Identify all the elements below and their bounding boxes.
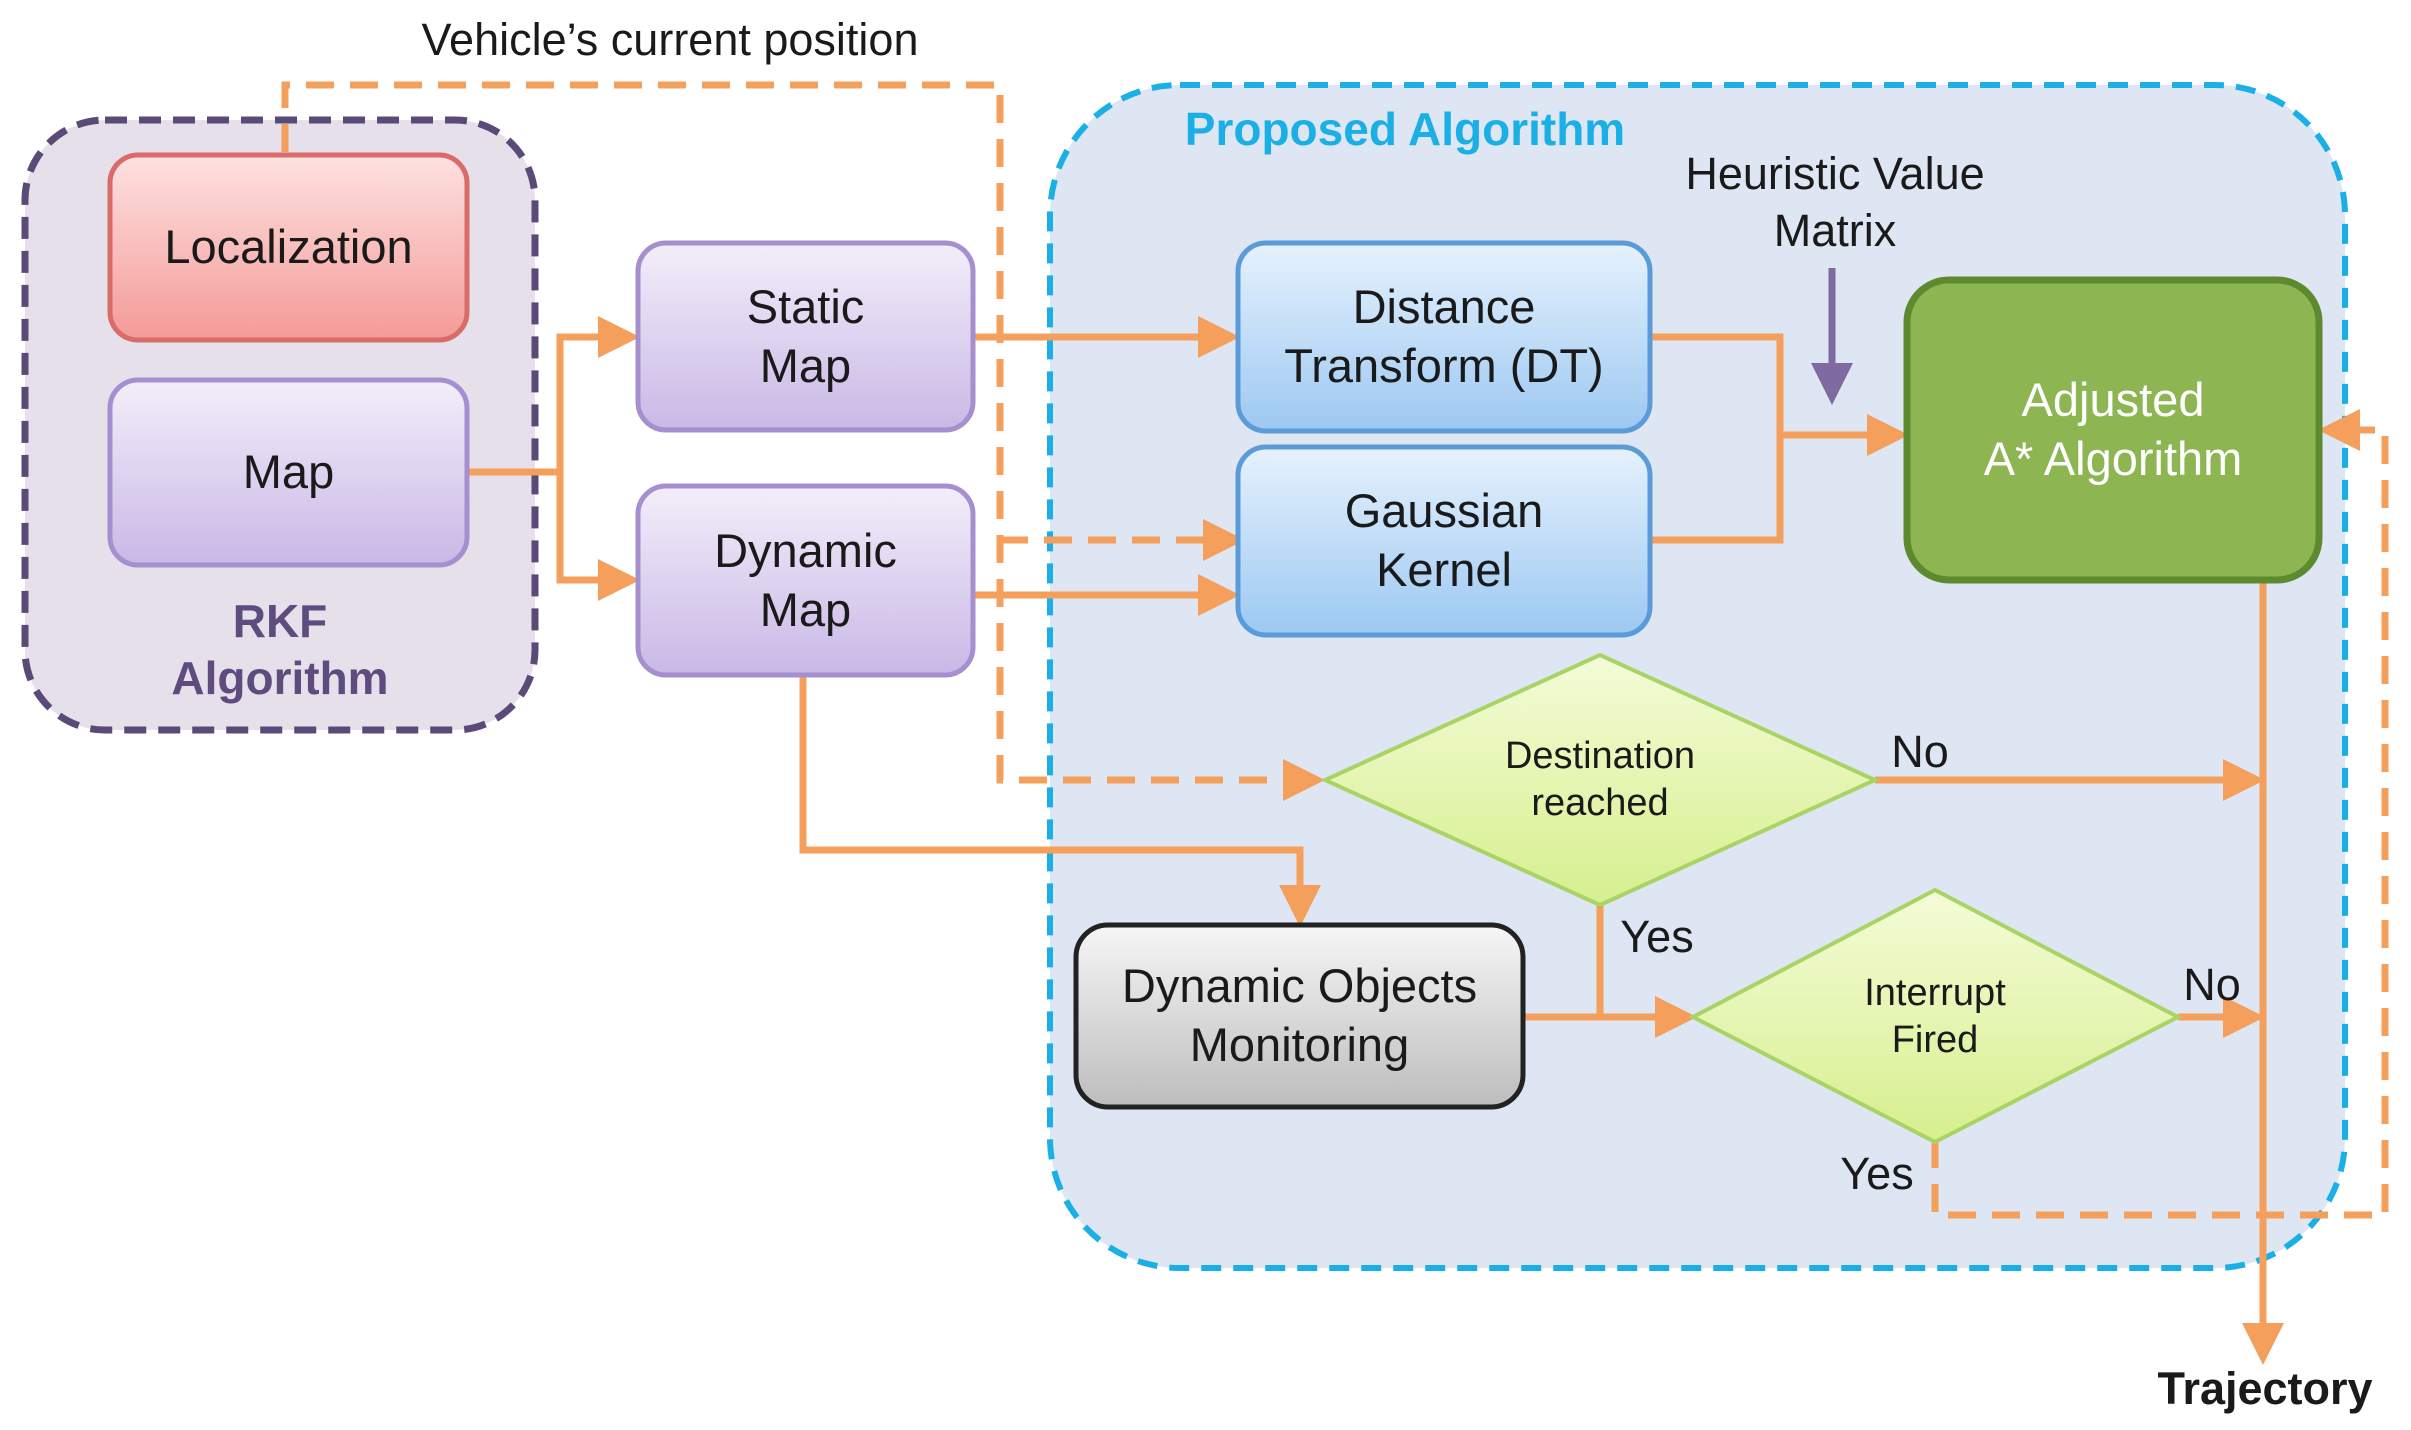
destination-reached-diamond	[1320, 652, 1880, 908]
dynamic-map-box	[635, 483, 976, 678]
dynamic-map-label: Dynamic Map	[714, 523, 897, 636]
vehicle-position-label: Vehicle’s current position	[421, 13, 919, 65]
dynamic-objects-monitoring-box	[1073, 922, 1526, 1110]
map-box	[107, 377, 470, 568]
vehicle-position-dashed-line	[281, 81, 1325, 801]
interrupt-fired-diamond	[1688, 887, 2183, 1145]
dynamic-objects-monitoring-label: Dynamic Objects Monitoring	[1121, 959, 1478, 1071]
gaussian-kernel-label: Gaussian Kernel	[1344, 484, 1544, 596]
trajectory-label: Trajectory	[2157, 1363, 2373, 1415]
static-map-label: Static Map	[746, 279, 865, 392]
destination-yes-label: Yes	[1620, 911, 1694, 963]
heuristic-matrix-label: Heuristic Value Matrix	[1685, 148, 1985, 256]
destination-no-label: No	[1891, 726, 1949, 778]
adjusted-astar-label: Adjusted A* Algorithm	[1983, 373, 2243, 485]
proposed-region-title: Proposed Algorithm	[1184, 103, 1626, 156]
localization-label: Localization	[164, 220, 413, 274]
interrupt-yes-feedback-dashed-arrow	[1931, 409, 2389, 1219]
distance-transform-box	[1235, 240, 1653, 434]
interrupt-fired-label: Interrupt Fired	[1864, 971, 2006, 1062]
static-map-box	[635, 240, 976, 433]
localization-box	[107, 152, 470, 343]
map-to-dynamic-map-arrow	[556, 472, 640, 601]
map-label: Map	[242, 445, 335, 499]
gaussian-kernel-box	[1235, 444, 1653, 638]
destination-reached-label: Destination reached	[1504, 734, 1696, 825]
interrupt-yes-label: Yes	[1840, 1148, 1914, 1200]
map-to-static-map-arrow	[467, 316, 640, 476]
dynamic-map-to-monitoring-arrow	[799, 675, 1321, 927]
interrupt-no-label: No	[2183, 959, 2241, 1011]
distance-transform-label: Distance Transform (DT)	[1284, 280, 1604, 392]
adjusted-astar-box	[1903, 276, 2323, 584]
rkf-region-title: RKF Algorithm	[171, 594, 389, 705]
